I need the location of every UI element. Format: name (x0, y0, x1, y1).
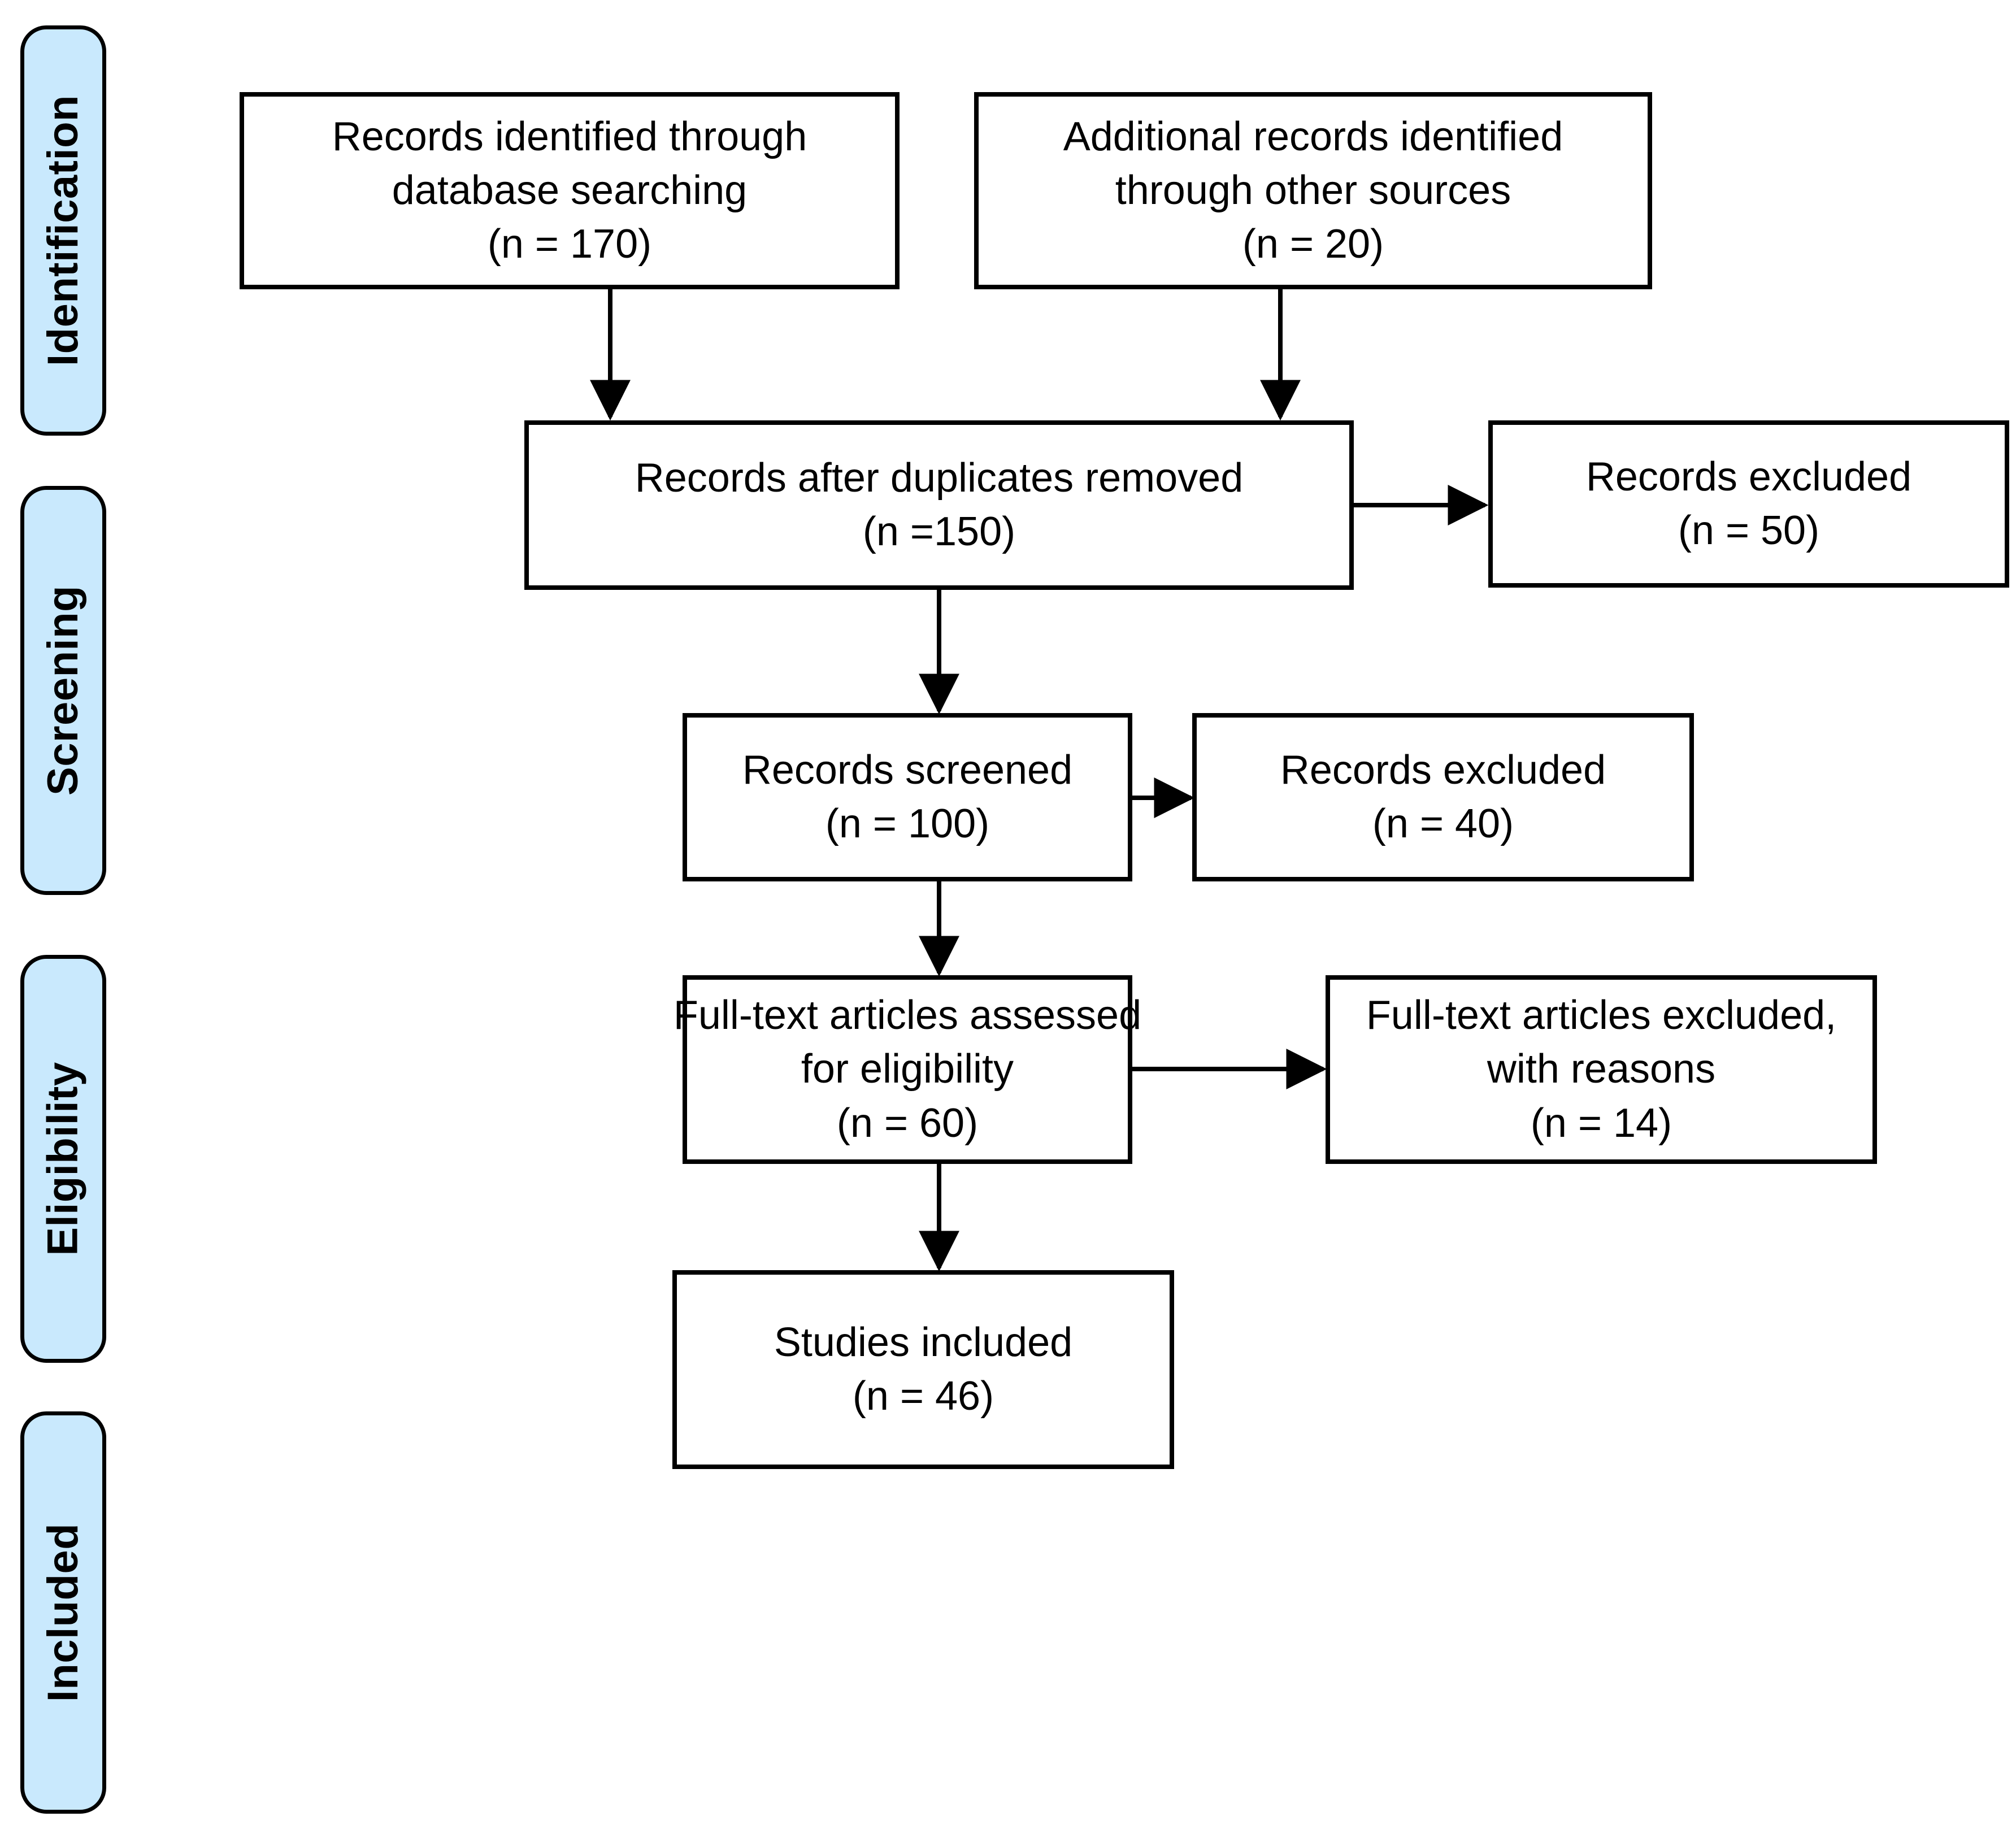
box-count: (n = 40) (1372, 801, 1514, 846)
box-count: (n = 60) (836, 1100, 979, 1146)
stage-pill-screening: Screening (20, 486, 106, 895)
box-line: Additional records identified (1063, 114, 1563, 159)
stage-pill-included: Included (20, 1411, 106, 1814)
box-line: through other sources (1115, 167, 1511, 213)
box-count: (n = 20) (1242, 221, 1384, 267)
box-records-excluded-40: Records excluded (n = 40) (1192, 713, 1694, 881)
box-count: (n = 46) (852, 1374, 994, 1419)
box-line: with reasons (1487, 1046, 1716, 1092)
box-line: Records excluded (1280, 747, 1606, 793)
box-line: Records screened (742, 747, 1073, 793)
box-line: Full-text articles excluded, (1366, 993, 1837, 1038)
box-line: for eligibility (801, 1046, 1014, 1092)
box-line: Records excluded (1585, 454, 1912, 499)
stage-label-screening: Screening (39, 585, 87, 796)
box-records-identified-database: Records identified through database sear… (240, 92, 900, 289)
box-full-text-articles-assessed: Full-text articles assessed for eligibil… (674, 975, 1141, 1164)
box-count: (n = 14) (1530, 1100, 1672, 1146)
stage-label-included: Included (39, 1523, 87, 1702)
box-line: Records identified through (332, 114, 807, 159)
box-count: (n =150) (862, 509, 1016, 554)
box-count: (n = 170) (487, 221, 652, 267)
box-records-screened: Records screened (n = 100) (683, 713, 1132, 881)
box-count: (n = 50) (1678, 508, 1820, 553)
box-count: (n = 100) (825, 801, 990, 846)
box-studies-included: Studies included (n = 46) (672, 1270, 1174, 1469)
stage-label-identification: Identification (39, 95, 88, 366)
box-additional-records-other-sources: Additional records identified through ot… (974, 92, 1652, 289)
box-line: database searching (392, 167, 748, 213)
stage-pill-eligibility: Eligibility (20, 955, 106, 1363)
box-line: Studies included (774, 1319, 1073, 1365)
box-line: Records after duplicates removed (635, 455, 1244, 501)
box-line: Full-text articles assessed (673, 993, 1142, 1038)
stage-label-eligibility: Eligibility (39, 1062, 87, 1256)
stage-pill-identification: Identification (20, 25, 106, 436)
box-records-after-duplicates-removed: Records after duplicates removed (n =150… (524, 420, 1354, 590)
box-records-excluded-50: Records excluded (n = 50) (1488, 420, 2009, 588)
box-full-text-articles-excluded: Full-text articles excluded, with reason… (1326, 975, 1877, 1164)
